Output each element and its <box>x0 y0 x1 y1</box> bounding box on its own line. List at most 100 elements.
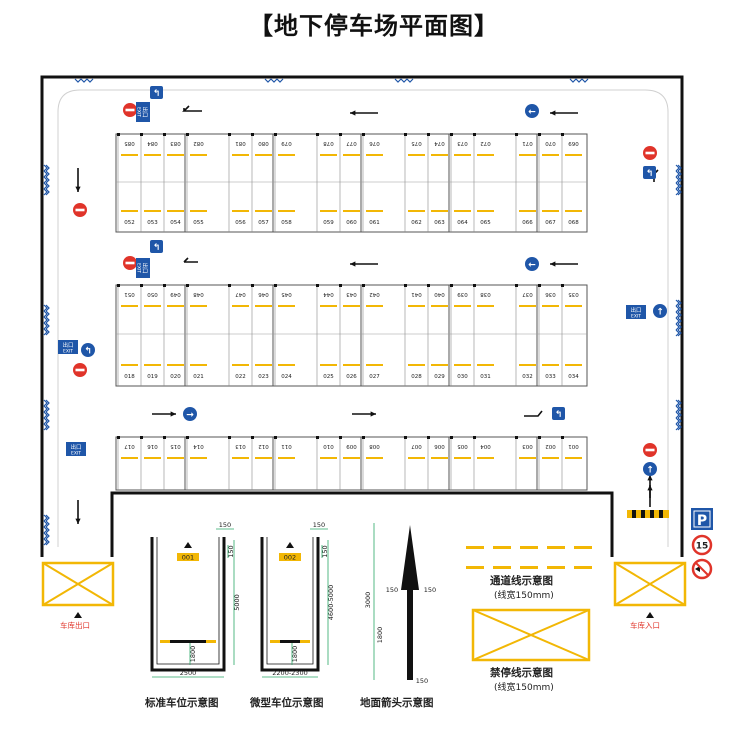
standard-space-length-dim-label: 5000 <box>233 594 241 611</box>
direction-arrow-icon <box>75 518 81 524</box>
pillar-mark <box>362 284 365 287</box>
space-number: 072 <box>480 140 491 146</box>
stop-line <box>454 364 471 366</box>
pillar-mark <box>186 436 189 439</box>
stop-line <box>144 457 161 459</box>
space-number: 059 <box>323 220 334 226</box>
stop-line <box>454 457 471 459</box>
wall-chevron <box>43 310 50 318</box>
space-number: 071 <box>522 140 533 146</box>
stop-line <box>519 364 536 366</box>
space-number: 066 <box>522 220 533 226</box>
exit-sign-text: EXIT <box>136 263 142 273</box>
turn-left-icon <box>150 240 163 253</box>
stop-line <box>144 154 161 156</box>
space-number: 080 <box>258 140 269 146</box>
no-entry-bar <box>125 108 135 112</box>
pillar-mark <box>427 284 430 287</box>
triangle-icon <box>286 542 294 548</box>
turn-arrow-icon <box>524 410 543 417</box>
space-number: 047 <box>235 291 246 297</box>
lane-line-dash <box>547 546 565 549</box>
space-number: 005 <box>457 443 468 449</box>
no-parking-hatch <box>627 510 669 518</box>
go-right-icon <box>183 407 197 421</box>
space-number: 020 <box>170 374 181 380</box>
pillar-mark <box>274 436 277 439</box>
standard-space-stop-mark <box>206 640 216 643</box>
stop-line <box>121 210 138 212</box>
stop-line <box>232 154 249 156</box>
speed-limit-icon <box>691 534 713 556</box>
space-number: 078 <box>323 140 334 146</box>
stop-line <box>232 364 249 366</box>
no-parking-hatch-stripe <box>659 510 663 518</box>
wall-chevron <box>43 170 50 178</box>
floor-arrow-head2-label: 150 <box>424 586 436 594</box>
space-number: 029 <box>434 374 445 380</box>
micro-space-stop-mark <box>300 640 310 643</box>
lane-line-dash <box>493 546 511 549</box>
pillar-mark <box>538 436 541 439</box>
stop-line <box>278 210 295 212</box>
stop-line <box>565 154 582 156</box>
standard-space-frame <box>150 537 226 672</box>
stop-line <box>343 210 360 212</box>
standard-space-tag <box>177 553 199 561</box>
space-number: 013 <box>235 443 246 449</box>
stop-line <box>232 305 249 307</box>
pillar-mark <box>404 133 407 136</box>
space-number: 046 <box>258 291 269 297</box>
space-number: 060 <box>346 220 357 226</box>
micro-space-stop-mark <box>270 640 280 643</box>
parking-block <box>184 284 278 387</box>
parking-block <box>448 436 542 491</box>
stop-line <box>366 210 383 212</box>
stop-line <box>454 154 471 156</box>
triangle-icon <box>184 542 192 548</box>
pillar-mark <box>316 284 319 287</box>
direction-arrow-icon <box>647 475 653 481</box>
exit-sign-text: EXIT <box>136 107 142 117</box>
space-number: 057 <box>258 220 269 226</box>
stop-line <box>431 364 448 366</box>
wall-chevron <box>675 317 682 325</box>
turn-arrow-icon <box>183 257 198 263</box>
space-number: 035 <box>568 291 579 297</box>
micro-space-tick-dim-label: 150 <box>321 545 329 557</box>
stop-line <box>477 154 494 156</box>
no-parking-line-title: 禁停线示意图 <box>490 667 553 679</box>
stop-line <box>519 457 536 459</box>
lane-line-title: 通道线示意图 <box>490 575 553 587</box>
pillar-mark <box>362 133 365 136</box>
stop-line <box>121 305 138 307</box>
stop-line <box>167 210 184 212</box>
go-straight-icon-glyph: ↑ <box>656 307 664 317</box>
wall-chevron <box>43 411 50 419</box>
gate-arrow-icon <box>74 612 82 618</box>
turn-left-icon <box>552 407 565 420</box>
no-parking-hatch-stripe <box>650 510 654 518</box>
space-number: 082 <box>193 140 204 146</box>
wall-chevron <box>406 78 414 83</box>
pillar-mark <box>117 436 120 439</box>
wall-chevron <box>675 399 682 407</box>
turn-left-icon-glyph: ↰ <box>153 243 161 253</box>
stop-line <box>565 305 582 307</box>
floor-arrow-tail-label: 150 <box>416 677 428 685</box>
stop-line <box>121 457 138 459</box>
stop-line <box>232 457 249 459</box>
direction-arrow-icon <box>647 485 653 491</box>
lane-line-dash <box>520 566 538 569</box>
exit-sign-bg <box>136 102 150 122</box>
space-number: 027 <box>369 374 380 380</box>
space-number: 018 <box>124 374 135 380</box>
parking-block <box>184 436 278 491</box>
wall-chevron <box>581 78 589 83</box>
wall-chevron <box>43 538 50 546</box>
standard-space-tick-dim-label: 150 <box>227 545 235 557</box>
parking-block <box>448 133 542 233</box>
direction-arrow-icon <box>350 110 356 116</box>
wall-chevron <box>675 329 682 337</box>
space-number: 073 <box>457 140 468 146</box>
